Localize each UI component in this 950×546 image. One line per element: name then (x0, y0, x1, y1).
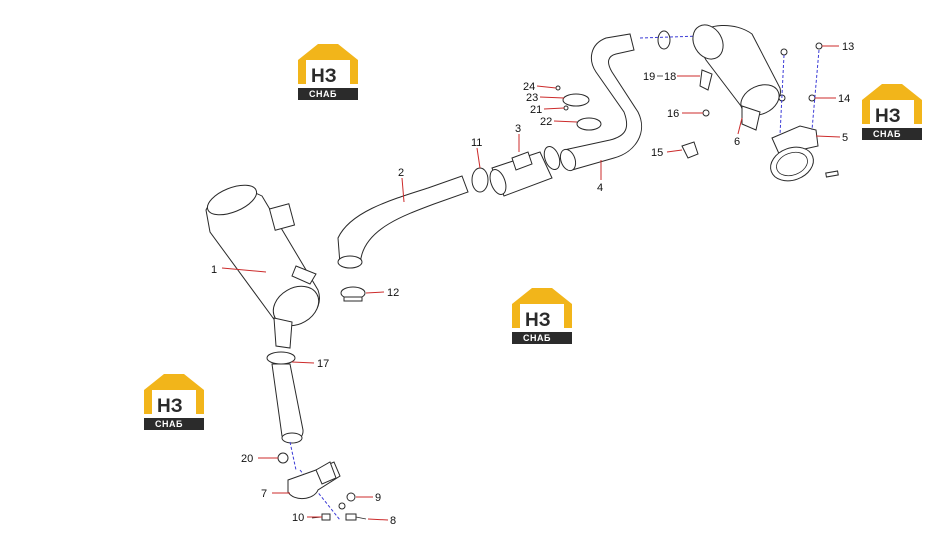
callout-1: 1 (211, 264, 217, 276)
watermark-logo: НЗ СНАБ (862, 84, 922, 140)
logo-letters: НЗ (525, 310, 551, 331)
callout-24: 24 (523, 81, 535, 93)
callout-18: 18 (664, 71, 676, 83)
muffler-main (205, 184, 320, 349)
callout-16: 16 (667, 108, 679, 120)
callouts: 1 2 3 4 5 6 7 8 9 10 11 12 13 14 15 16 1… (211, 41, 854, 527)
bolt-upper (780, 48, 788, 56)
logo-letters: НЗ (875, 106, 901, 127)
nut-21 (563, 105, 569, 111)
cap-15 (681, 141, 699, 159)
callout-8: 8 (390, 515, 396, 527)
bolt-24 (555, 85, 561, 91)
bolt-13 (815, 42, 823, 50)
pipe-2 (337, 175, 469, 265)
clamp-11 (471, 167, 489, 193)
logo-caption: СНАБ (155, 419, 183, 429)
callout-9: 9 (375, 492, 381, 504)
watermark-logo: НЗ СНАБ (144, 374, 204, 430)
washer (338, 502, 346, 510)
clamp-17 (266, 351, 296, 365)
callout-4: 4 (597, 182, 603, 194)
watermark-logo: НЗ СНАБ (298, 44, 358, 100)
pipe-4 (563, 33, 643, 171)
bolt-10 (321, 513, 331, 521)
logo-caption: СНАБ (309, 89, 337, 99)
callout-3: 3 (515, 123, 521, 135)
clamp-12-band (343, 296, 363, 302)
leader-lines (221, 45, 841, 521)
callout-17: 17 (317, 358, 329, 370)
pipe-2-end (337, 255, 363, 269)
callout-2: 2 (398, 167, 404, 179)
callout-15: 15 (651, 147, 663, 159)
callout-11: 11 (471, 137, 482, 149)
callout-10: 10 (292, 512, 304, 524)
callout-19: 19 (643, 71, 655, 83)
nut-20 (277, 452, 289, 464)
clamp-ring (543, 145, 561, 171)
bolt-8 (345, 513, 357, 521)
callout-13: 13 (842, 41, 854, 53)
muffler-6 (692, 24, 781, 131)
callout-5: 5 (842, 132, 848, 144)
callout-22: 22 (540, 116, 552, 128)
logo-letters: НЗ (157, 396, 183, 417)
callout-21: 21 (530, 104, 542, 116)
washer-9 (346, 492, 356, 502)
callout-6: 6 (734, 136, 740, 148)
logo-letters: НЗ (311, 66, 337, 87)
clamp-22 (576, 117, 602, 131)
nut-14 (808, 94, 816, 102)
clamp-top (657, 30, 671, 50)
callout-12: 12 (387, 287, 399, 299)
fitting-16 (702, 109, 710, 117)
tail-pipe (271, 363, 304, 443)
bracket-5 (770, 125, 839, 182)
watermark-logo: НЗ СНАБ (512, 288, 572, 344)
callout-14: 14 (838, 93, 850, 105)
logo-caption: СНАБ (523, 333, 551, 343)
callout-23: 23 (526, 92, 538, 104)
callout-20: 20 (241, 453, 253, 465)
sleeve-3-bracket (511, 151, 533, 171)
clamp-23 (562, 93, 590, 107)
bracket-plate (315, 461, 337, 485)
callout-7: 7 (261, 488, 267, 500)
logo-caption: СНАБ (873, 129, 901, 139)
tail-pipe-outlet (281, 432, 303, 444)
